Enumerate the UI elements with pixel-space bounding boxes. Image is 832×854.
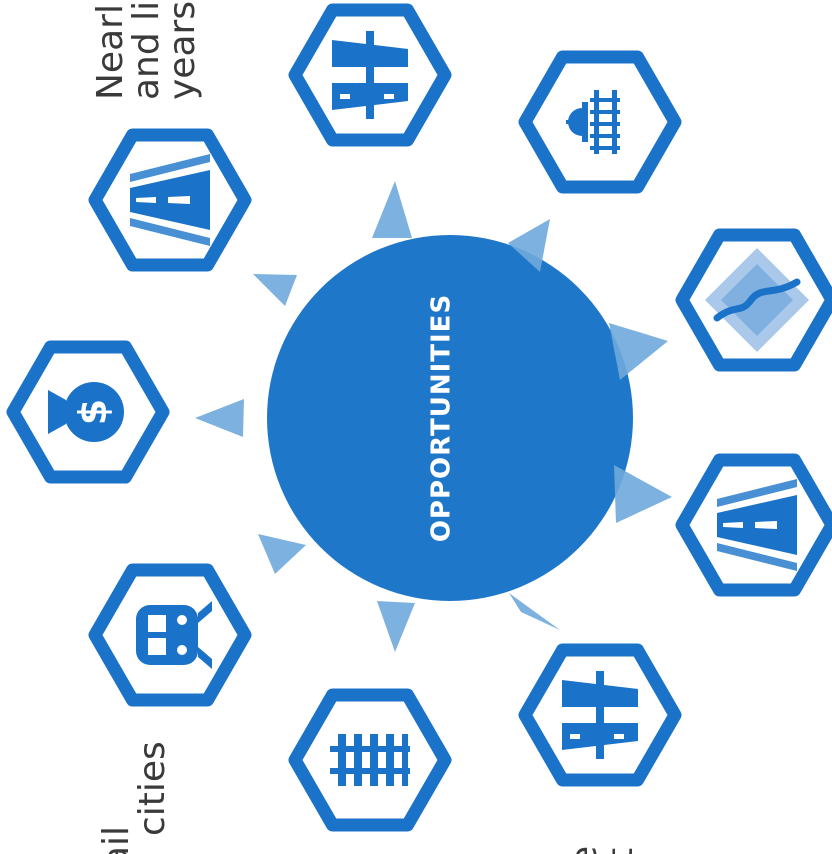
divided-highway-icon [332,31,408,119]
node-train [88,563,252,707]
rail-track-icon [330,734,410,786]
svg-text:$: $ [71,399,115,425]
hub-label: OPPORTUNITIES [427,294,457,542]
river-icon [705,248,809,352]
connector-arrows [195,181,672,652]
edge-text-line: t [600,848,641,854]
road-icon [717,479,797,571]
edge-text-bottom-center: e t [564,846,641,854]
divided-highway-icon [562,671,638,759]
edge-text-line: years [162,1,203,100]
edge-text-bottom-left: ail cities [96,741,173,854]
edge-text-line: cities [132,741,173,836]
edge-text-top-right: Nearl and li years [90,1,203,100]
node-funding: $ [6,340,170,484]
river-line [713,278,801,322]
arrow-to-river [609,323,668,380]
edge-text-line: e [564,846,605,854]
hub: OPPORTUNITIES [267,235,633,601]
edge-text-line: Nearl [90,4,131,100]
node-road-top-left [88,128,252,272]
node-rail-track [288,688,452,832]
arrow-to-funding [195,399,244,437]
edge-text-line: and li [126,1,167,100]
arrow-to-road-right [614,465,672,523]
money-bag-icon: $ [48,382,124,442]
arrow-to-highway-top [372,181,412,238]
node-highway-top [288,3,452,147]
arrow-to-train [258,534,306,574]
arrow-to-road-top-left [253,274,297,306]
node-railroad-capitol [518,50,682,194]
road-icon [130,154,210,246]
train-icon [136,601,212,669]
node-highway-bottom-right [518,643,682,787]
railroad-capitol-icon [566,90,620,154]
arrow-to-rail-track [377,601,415,652]
arrow-to-highway-bottom-right [509,593,560,630]
edge-text-line: ail [96,826,137,854]
hub-circle [267,235,633,601]
node-road-right [675,453,832,597]
arrow-to-railroad-capitol [508,219,550,272]
node-river [675,228,832,372]
